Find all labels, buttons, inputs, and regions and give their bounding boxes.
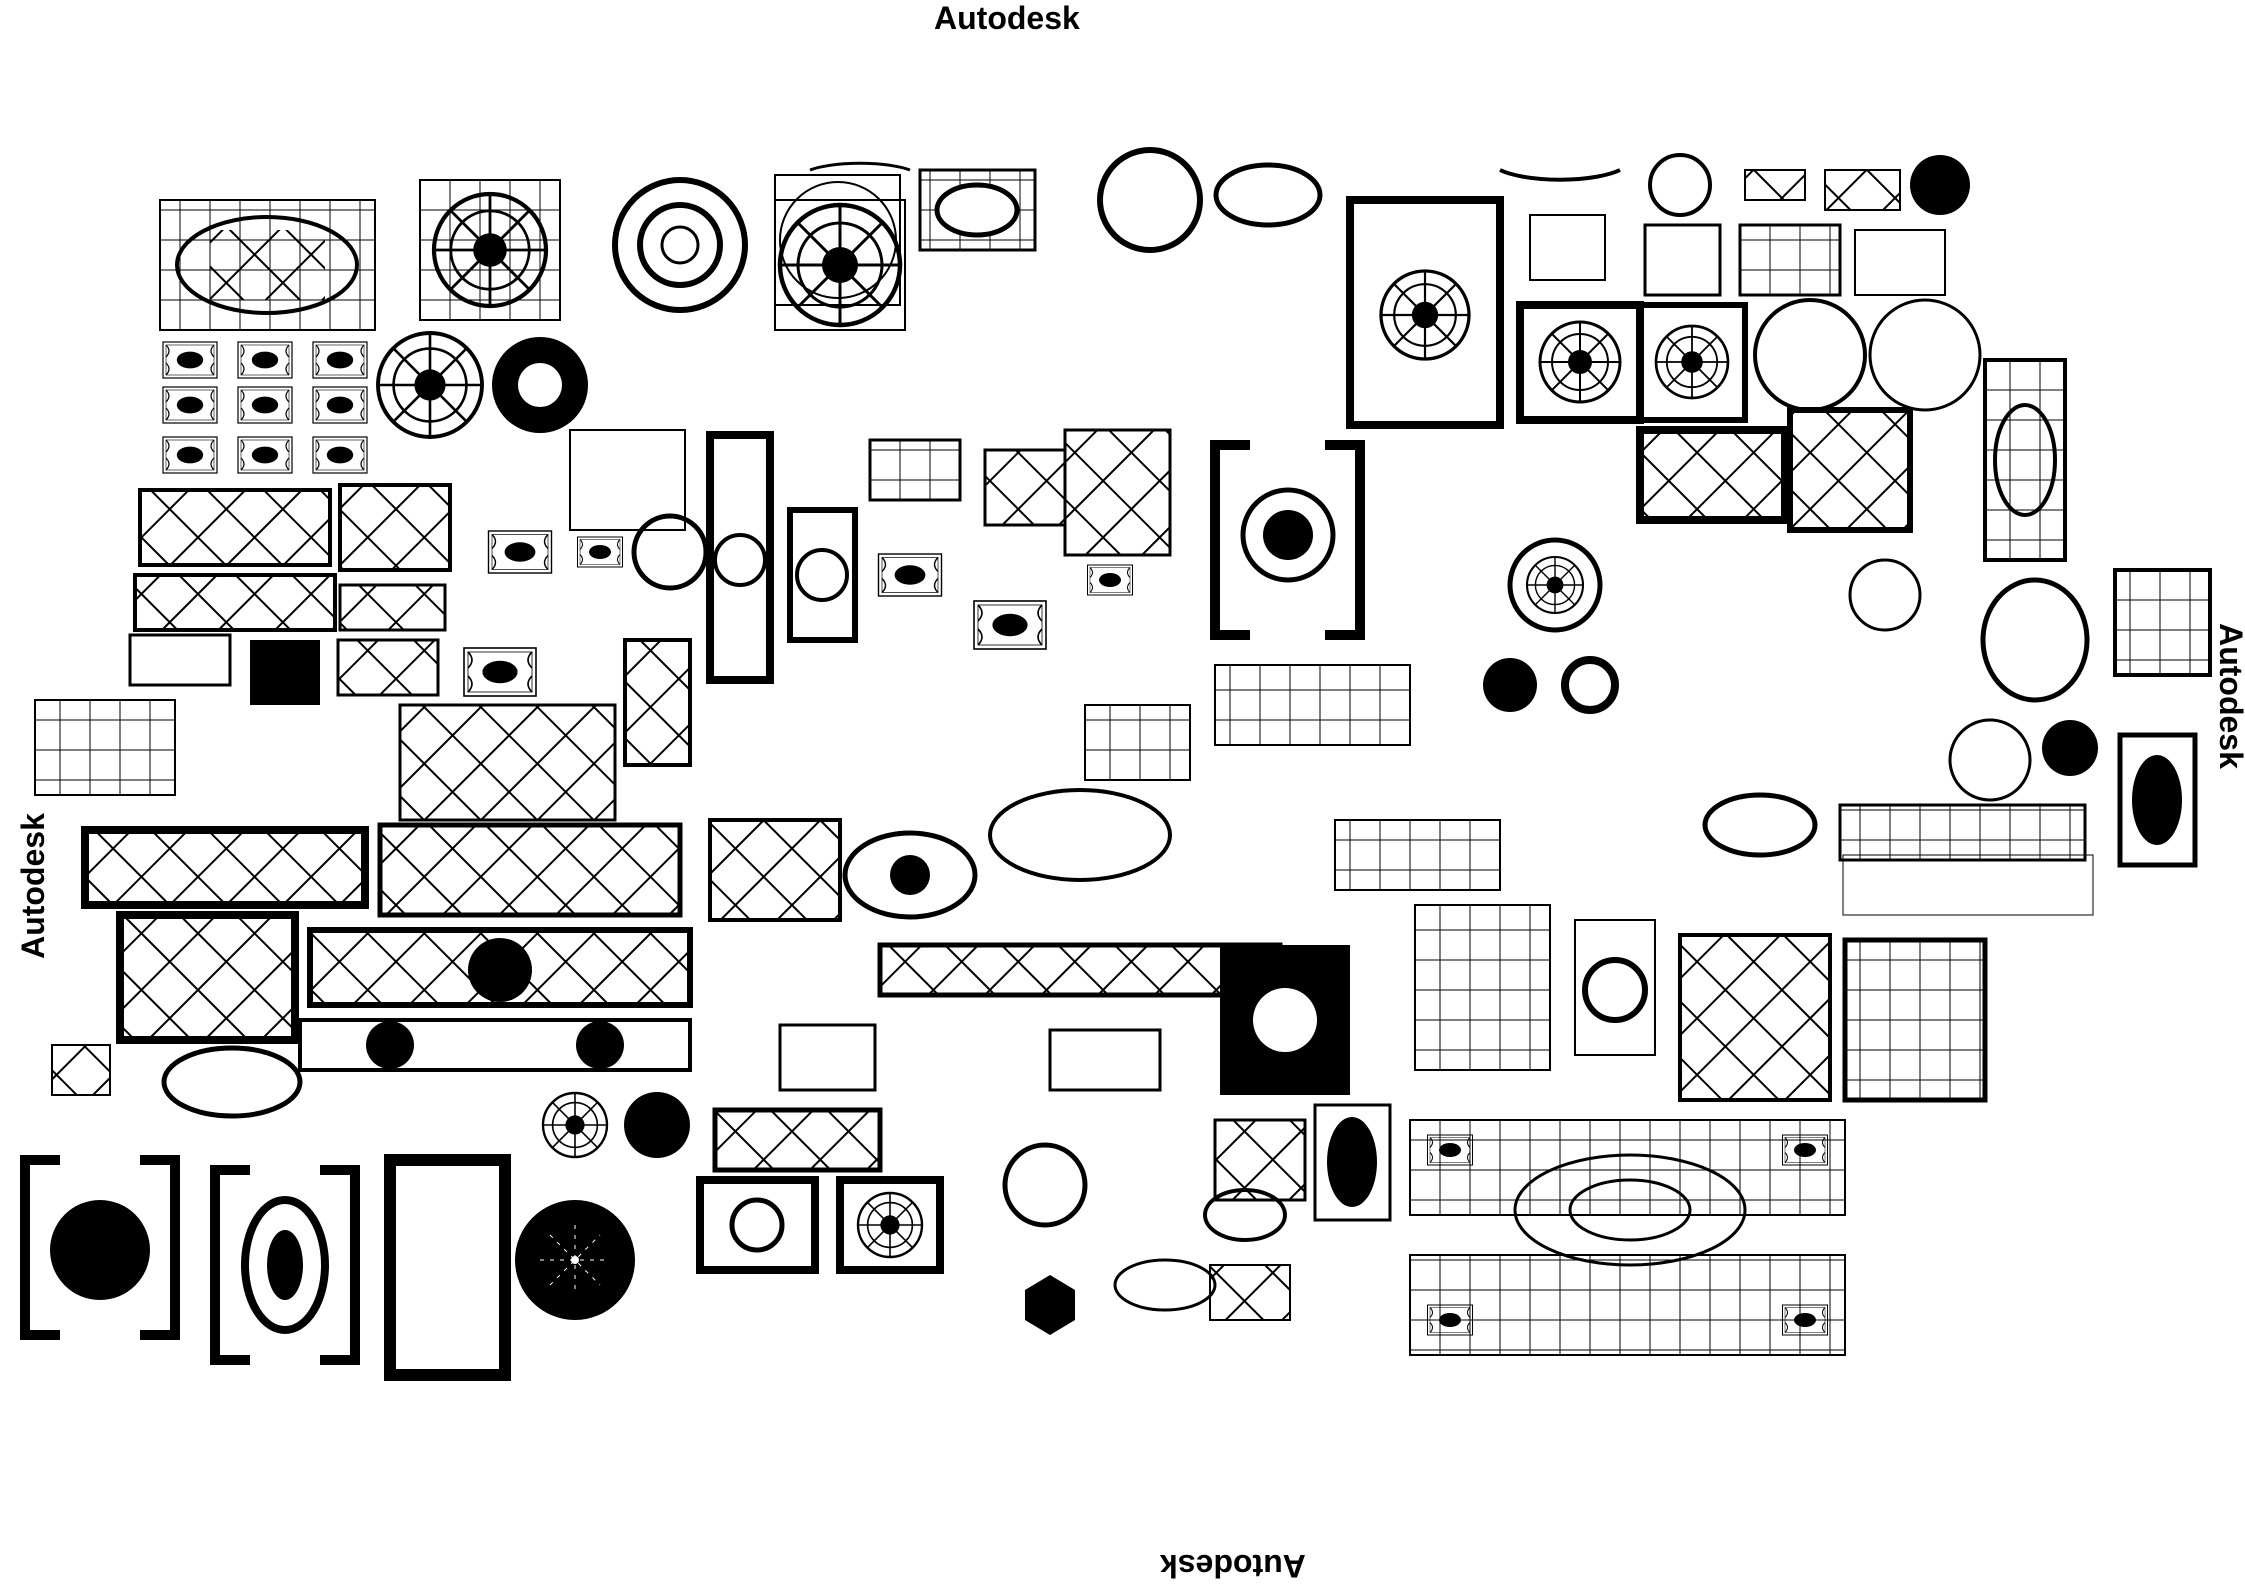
frame-panel-tall [384, 1154, 511, 1381]
lattice-band-a [81, 822, 693, 1044]
center-top-row [774, 147, 1323, 306]
panel-row-d [51, 1018, 692, 1119]
grid-panels-lower-right [1220, 904, 1988, 1103]
large-framed-panel-rosette [1346, 196, 1982, 429]
center-panels-lower [696, 704, 1283, 1335]
tall-framed-panel [706, 431, 858, 684]
lattice-panel-long [133, 483, 452, 632]
ornament-cluster-mid [487, 429, 709, 591]
top-edge-partial-ornaments [809, 153, 1970, 297]
ornament-panel-square [419, 179, 561, 321]
round-medallions-right [1483, 537, 2098, 802]
bracket-medallion-center [1210, 440, 1365, 640]
ornament-row-3 [128, 633, 537, 705]
center-panels-mid [623, 428, 1172, 767]
medallion-black-round [515, 1200, 635, 1320]
medallion-pair [376, 331, 588, 439]
medallion-pair-b [541, 1091, 690, 1159]
watermark-top: Autodesk [934, 0, 1080, 36]
large-scroll-panel-pair [1409, 1119, 1846, 1356]
ornament-panel-oval [159, 199, 376, 331]
right-edge-lattice-panels [1842, 568, 2212, 916]
lattice-panels-right [1636, 358, 2067, 562]
bracket-medallion-2 [210, 1165, 360, 1365]
tile-grid-small [162, 341, 368, 474]
scroll-pattern-panel [34, 699, 617, 822]
bracket-medallion-1 [20, 1155, 180, 1340]
scroll-band-center [1214, 664, 2198, 891]
ornament-cluster-right-lower [1203, 1103, 1392, 1321]
medallion-carved [774, 199, 906, 331]
medallion-round [612, 177, 748, 313]
